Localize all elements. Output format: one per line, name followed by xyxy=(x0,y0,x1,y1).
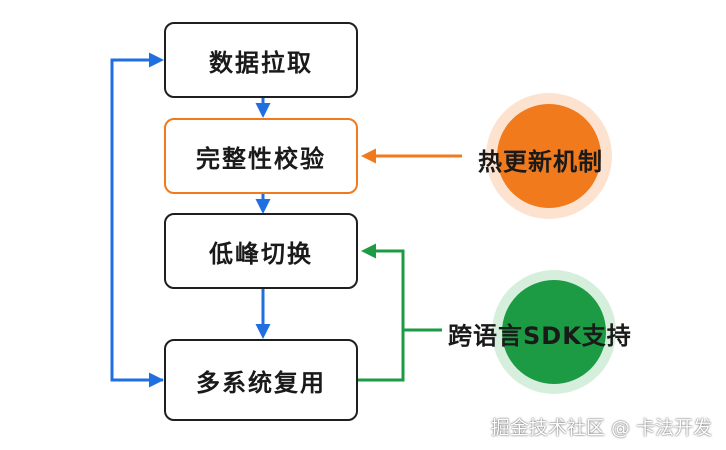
step-box-switch: 低峰切换 xyxy=(164,213,358,289)
loop-back-arrow xyxy=(110,52,164,382)
sdk-label: 跨语言SDK支持 xyxy=(448,322,632,350)
step-box-verify: 完整性校验 xyxy=(164,118,358,194)
step-box-reuse: 多系统复用 xyxy=(164,339,358,421)
step-label-verify: 完整性校验 xyxy=(196,144,326,173)
step-label-switch: 低峰切换 xyxy=(209,239,313,268)
step-box-pull: 数据拉取 xyxy=(164,22,358,98)
step-label-reuse: 多系统复用 xyxy=(196,368,326,397)
sdk-connector-tail xyxy=(358,330,405,382)
sdk-connector xyxy=(361,243,442,332)
hot-update-label: 热更新机制 xyxy=(478,148,603,176)
watermark-text: 掘金技术社区 @ 卡法开发 xyxy=(490,417,712,439)
step-label-pull: 数据拉取 xyxy=(209,48,313,77)
sdk-circle xyxy=(502,280,606,384)
hot-update-circle xyxy=(497,104,601,208)
